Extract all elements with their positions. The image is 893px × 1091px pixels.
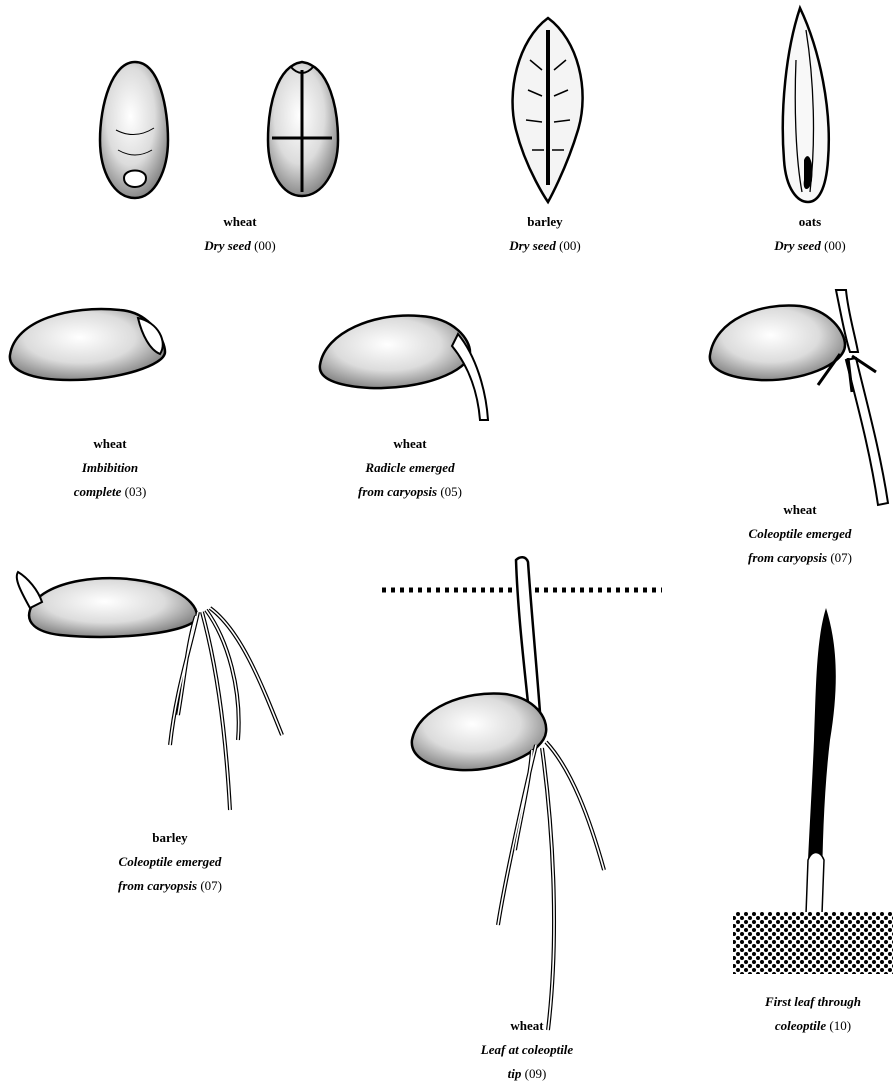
- plant-name: wheat: [50, 432, 170, 456]
- plant-name: barley: [480, 210, 610, 234]
- caption-barley-dry: barley Dry seed (00): [480, 210, 610, 258]
- wheat-radicle-seed: [320, 315, 488, 420]
- wheat-dry-seed-front: [100, 62, 168, 198]
- caption-oats-dry: oats Dry seed (00): [745, 210, 875, 258]
- plant-name: barley: [90, 826, 250, 850]
- caption-wheat-leaf-tip: wheat Leaf at coleoptile tip (09): [452, 1014, 602, 1086]
- wheat-imbibed-seed: [10, 309, 165, 380]
- barley-coleoptile-seedling: [17, 572, 282, 810]
- caption-wheat-imbibition: wheat Imbibition complete (03): [50, 432, 170, 504]
- oats-dry-seed: [783, 8, 829, 202]
- barley-dry-seed: [513, 18, 583, 202]
- plant-name: wheat: [452, 1014, 602, 1038]
- plant-name: wheat: [720, 498, 880, 522]
- wheat-dry-seed-back: [268, 62, 338, 196]
- wheat-coleoptile-seed: [710, 290, 888, 505]
- plant-name: wheat: [180, 210, 300, 234]
- caption-barley-coleoptile: barley Coleoptile emerged from caryopsis…: [90, 826, 250, 898]
- wheat-leaf-at-tip-seedling: [412, 557, 604, 1030]
- caption-wheat-coleoptile: wheat Coleoptile emerged from caryopsis …: [720, 498, 880, 570]
- caption-wheat-radicle: wheat Radicle emerged from caryopsis (05…: [335, 432, 485, 504]
- plant-name: oats: [745, 210, 875, 234]
- caption-wheat-dry: wheat Dry seed (00): [180, 210, 300, 258]
- first-leaf-through-coleoptile: [733, 608, 893, 974]
- caption-first-leaf: First leaf through coleoptile (10): [738, 990, 888, 1038]
- plant-name: wheat: [335, 432, 485, 456]
